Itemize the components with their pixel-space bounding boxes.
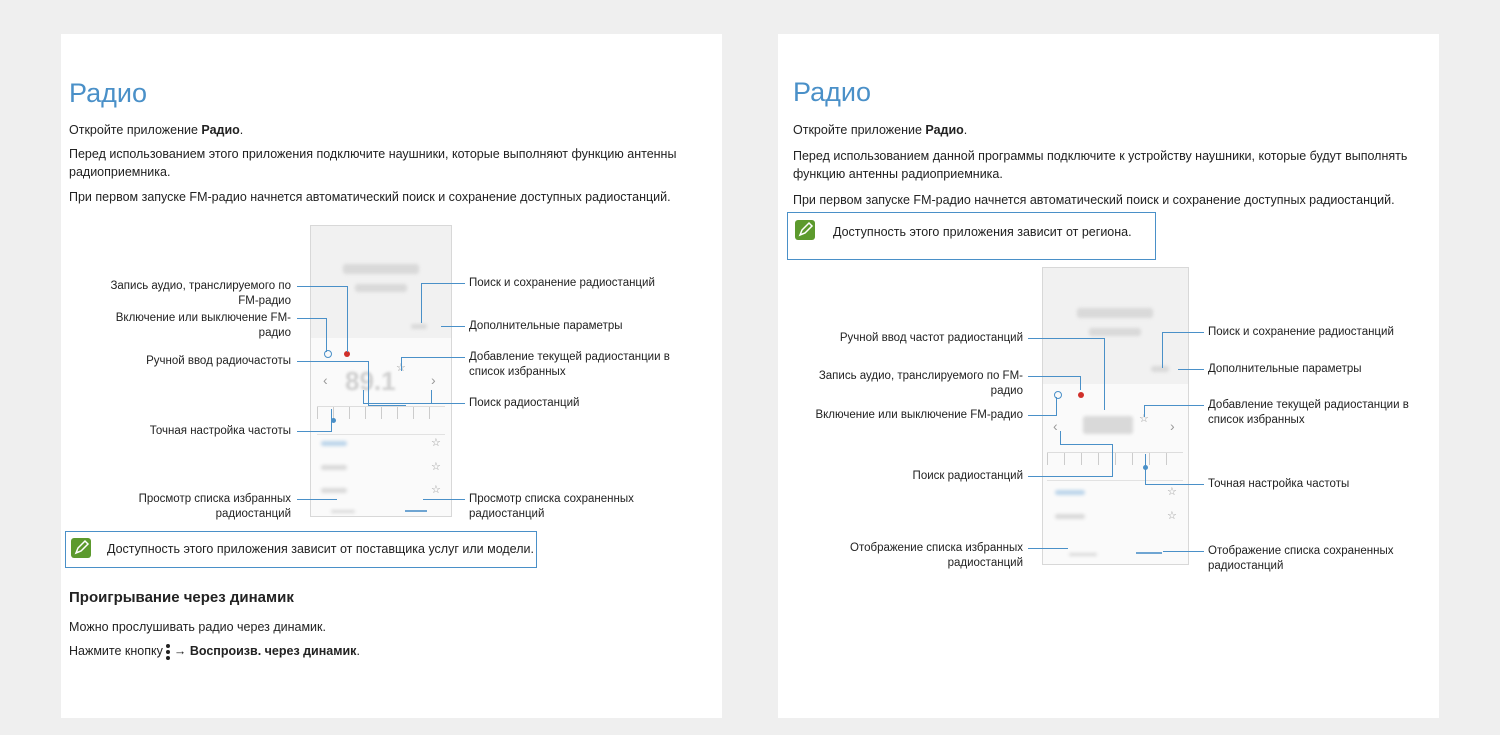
- callout-favorites-list: Просмотр списка избранных радиостанций: [138, 493, 291, 520]
- left-page: Радио Откройте приложение Радио. Перед и…: [61, 34, 722, 718]
- page-title: Радио: [793, 77, 871, 107]
- chevron-right-icon[interactable]: ›: [1170, 418, 1175, 434]
- now-playing-label: [1077, 308, 1153, 318]
- power-icon[interactable]: [1054, 391, 1062, 399]
- callout-fine-tune: Точная настройка частоты: [149, 425, 291, 437]
- right-page: Радио Откройте приложение Радио. Перед и…: [778, 34, 1439, 718]
- antenna-paragraph: Перед использованием этого приложения по…: [69, 147, 677, 179]
- favorites-tab[interactable]: [1069, 553, 1097, 556]
- station-star-icon[interactable]: ☆: [1167, 486, 1177, 498]
- callout-search: Поиск радиостанций: [469, 397, 580, 409]
- note-icon: [795, 220, 815, 240]
- station-star-icon[interactable]: ☆: [1167, 510, 1177, 522]
- record-icon[interactable]: [344, 351, 350, 357]
- station-row-1[interactable]: [1055, 490, 1085, 495]
- availability-note: Доступность этого приложения зависит от …: [65, 531, 537, 568]
- phone-screenshot: ‹ › 89.1 ☆ ☆ ☆ ☆: [310, 225, 452, 517]
- autoscan-paragraph: При первом запуске FM-радио начнется авт…: [793, 193, 1395, 207]
- favorite-star-icon[interactable]: ☆: [1139, 413, 1149, 425]
- station-row-3[interactable]: [321, 488, 347, 493]
- intro-paragraph: Откройте приложение Радио.: [69, 123, 244, 137]
- callout-add-favorite: Добавление текущей радиостанции в список…: [1208, 399, 1409, 426]
- callout-add-favorite: Добавление текущей радиостанции в список…: [469, 351, 670, 378]
- station-star-icon[interactable]: ☆: [431, 484, 441, 496]
- callout-saved-list: Отображение списка сохраненных радиостан…: [1208, 545, 1394, 572]
- antenna-paragraph: Перед использованием данной программы по…: [793, 149, 1408, 181]
- speaker-instruction: Нажмите кнопку → Воспроизв. через динами…: [69, 643, 360, 660]
- tuning-marker[interactable]: [331, 418, 336, 423]
- callout-record: Запись аудио, транслируемого по FM-радио: [818, 370, 1023, 397]
- callout-power: Включение или выключение FM-радио: [815, 409, 1023, 421]
- callout-scan-save: Поиск и сохранение радиостанций: [1208, 326, 1394, 338]
- station-star-icon[interactable]: ☆: [431, 461, 441, 473]
- app-name: Радио: [925, 123, 964, 137]
- callout-power: Включение или выключение FM-радио: [115, 312, 291, 339]
- tuner-panel: ‹ › ☆ ☆ ☆: [1043, 384, 1188, 564]
- station-label: [1089, 328, 1141, 336]
- availability-note: Доступность этого приложения зависит от …: [787, 212, 1156, 260]
- callout-saved-list: Просмотр списка сохраненных радиостанций: [469, 493, 634, 520]
- tuning-scale[interactable]: [1047, 452, 1183, 465]
- chevron-left-icon[interactable]: ‹: [323, 372, 328, 388]
- saved-tab[interactable]: [1136, 552, 1162, 554]
- note-icon: [71, 538, 91, 558]
- page-title: Радио: [69, 78, 147, 108]
- callout-search: Поиск радиостанций: [912, 470, 1023, 482]
- note-text: Доступность этого приложения зависит от …: [833, 225, 1132, 239]
- chevron-left-icon[interactable]: ‹: [1053, 418, 1058, 434]
- note-text: Доступность этого приложения зависит от …: [107, 542, 534, 556]
- station-star-icon[interactable]: ☆: [431, 437, 441, 449]
- tuner-panel: ‹ › 89.1 ☆ ☆ ☆ ☆: [311, 338, 451, 516]
- scan-label: [1151, 366, 1169, 372]
- chevron-right-icon[interactable]: ›: [431, 372, 436, 388]
- tuning-scale[interactable]: [317, 406, 445, 419]
- callout-more-options: Дополнительные параметры: [1208, 363, 1362, 375]
- callout-fine-tune: Точная настройка частоты: [1208, 478, 1350, 490]
- callout-manual: Ручной ввод частот радиостанций: [839, 332, 1023, 344]
- favorite-star-icon[interactable]: ☆: [396, 361, 406, 374]
- speaker-paragraph: Можно прослушивать радио через динамик.: [69, 620, 326, 634]
- saved-tab[interactable]: [405, 510, 427, 512]
- intro-paragraph: Откройте приложение Радио.: [793, 123, 968, 137]
- callout-favorites-list: Отображение списка избранных радиостанци…: [850, 542, 1023, 569]
- section-heading: Проигрывание через динамик: [69, 589, 294, 606]
- favorites-tab[interactable]: [331, 510, 355, 513]
- scan-label: [411, 324, 427, 329]
- frequency-display[interactable]: [1083, 416, 1133, 434]
- station-row-1[interactable]: [321, 441, 347, 446]
- now-playing-label: [343, 264, 419, 274]
- record-icon[interactable]: [1078, 392, 1084, 398]
- more-options-icon: [166, 643, 171, 660]
- power-icon[interactable]: [324, 350, 332, 358]
- station-row-2[interactable]: [321, 465, 347, 470]
- station-label: [355, 284, 407, 292]
- callout-manual: Ручной ввод радиочастоты: [146, 355, 291, 367]
- callout-scan-save: Поиск и сохранение радиостанций: [469, 277, 655, 289]
- autoscan-paragraph: При первом запуске FM-радио начнется авт…: [69, 190, 671, 204]
- frequency-display[interactable]: 89.1: [345, 366, 396, 396]
- phone-screenshot: ‹ › ☆ ☆ ☆: [1042, 267, 1189, 565]
- station-row-2[interactable]: [1055, 514, 1085, 519]
- callout-more-options: Дополнительные параметры: [469, 320, 623, 332]
- callout-record: Запись аудио, транслируемого по FM-радио: [110, 280, 291, 307]
- app-name: Радио: [201, 123, 240, 137]
